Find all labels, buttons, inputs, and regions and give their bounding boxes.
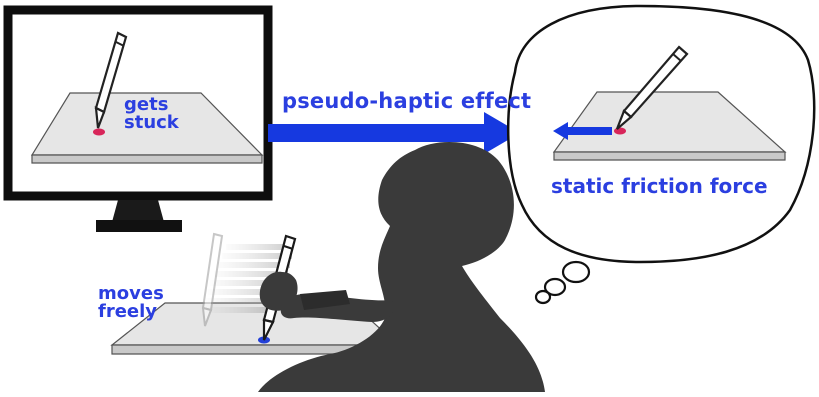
stuck-point xyxy=(93,128,105,136)
table-edge xyxy=(31,154,263,164)
monitor-neck xyxy=(112,200,164,222)
stuck-label-line2: stuck xyxy=(124,112,179,133)
motion-blur xyxy=(206,244,292,313)
free-label-line2: freely xyxy=(98,301,158,322)
ghost-pen-icon xyxy=(201,232,224,327)
pen-icon xyxy=(94,31,128,129)
thought-bubble xyxy=(506,4,816,305)
friction-label: static friction force xyxy=(551,174,768,198)
monitor xyxy=(3,5,273,232)
friction-arrow xyxy=(553,122,612,140)
person-silhouette xyxy=(258,141,545,392)
monitor-base xyxy=(96,220,182,232)
bubble-pen-icon xyxy=(615,45,689,130)
effect-arrow xyxy=(268,112,520,154)
bubble-table-edge xyxy=(553,151,786,161)
stuck-label-line1: gets xyxy=(124,94,169,115)
effect-label: pseudo-haptic effect xyxy=(282,89,532,113)
monitor-screen xyxy=(3,5,273,201)
bubble-stuck-point xyxy=(614,127,626,135)
free-label-line1: moves xyxy=(98,283,164,304)
